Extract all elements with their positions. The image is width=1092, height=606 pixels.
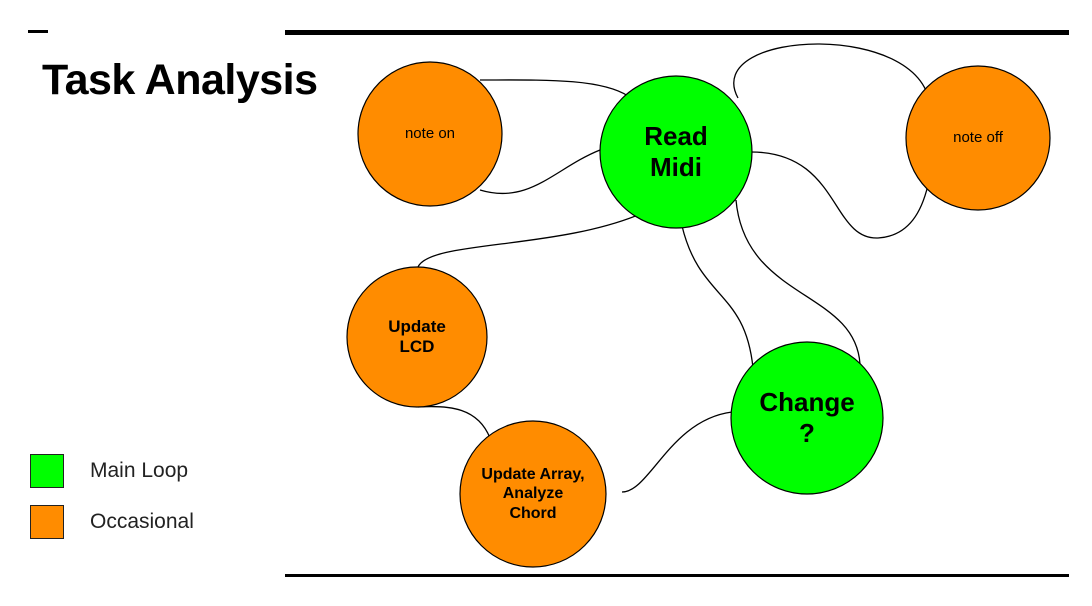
bottom-rule xyxy=(285,574,1069,577)
node-note-on-circle xyxy=(357,61,503,207)
top-rule xyxy=(285,30,1069,35)
legend-label-occasional: Occasional xyxy=(90,510,194,533)
legend-swatch-main-loop xyxy=(30,454,64,488)
node-read-midi-label: Read Midi xyxy=(644,120,708,182)
node-update-array-label: Update Array, Analyze Chord xyxy=(481,466,585,522)
node-note-off-label: note off xyxy=(953,129,1003,146)
slide-title: Task Analysis xyxy=(42,56,318,104)
connector-note-off-to-read-midi xyxy=(747,151,929,239)
node-update-lcd-label: Update LCD xyxy=(388,316,446,356)
legend-item-main-loop: Main Loop xyxy=(30,454,188,488)
connector-note-on-to-read-midi xyxy=(479,149,601,195)
connector-update-array-to-change xyxy=(621,411,733,493)
node-note-off-circle xyxy=(905,65,1051,211)
connector-read-midi-to-update-lcd xyxy=(417,211,646,268)
connector-change-to-read-midi xyxy=(735,199,861,365)
connector-read-midi-to-note-off xyxy=(733,43,931,111)
connector-read-midi-to-note-on xyxy=(479,79,629,97)
legend-item-occasional: Occasional xyxy=(30,505,194,539)
connector-read-midi-to-change xyxy=(681,225,754,369)
legend-swatch-occasional xyxy=(30,505,64,539)
node-change-label: Change ? xyxy=(759,386,855,448)
title-accent-dash xyxy=(28,30,48,33)
node-change-circle xyxy=(730,341,884,495)
node-layer xyxy=(346,61,1051,568)
node-update-lcd-circle xyxy=(346,266,488,408)
node-note-on-label: note on xyxy=(404,125,456,142)
legend-label-main-loop: Main Loop xyxy=(90,459,189,482)
node-read-midi-circle xyxy=(599,75,753,229)
node-update-array-circle xyxy=(459,420,607,568)
